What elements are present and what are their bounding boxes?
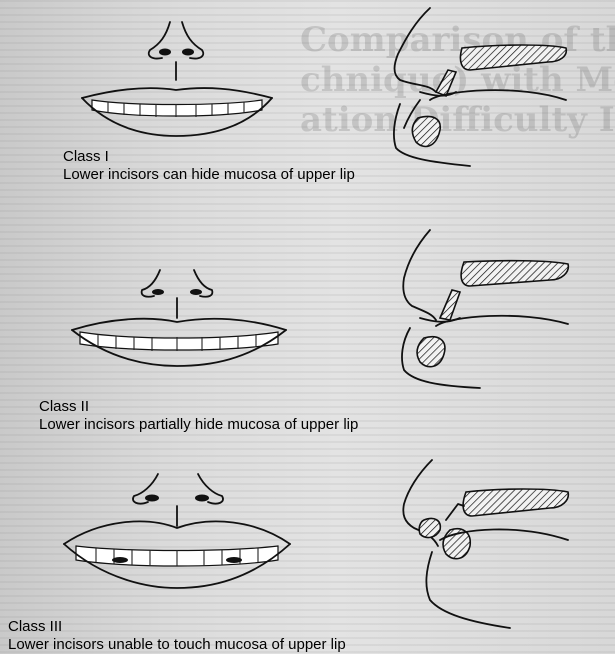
nostril-icon [182,49,194,56]
nostril-icon [195,495,209,502]
nostril-icon [190,289,202,295]
class-1-description: Lower incisors can hide mucosa of upper … [63,166,355,183]
class-3-label: Class III [8,618,346,636]
class-2-frontal-view [72,270,286,366]
nostril-icon [159,49,171,56]
class-1-lateral-view [394,8,566,166]
nostril-icon [152,289,164,295]
class-2-label: Class II [39,398,358,416]
class-1-label: Class I [63,148,355,166]
class-3-description: Lower incisors unable to touch mucosa of… [8,636,346,653]
class-1-frontal-view [82,22,272,136]
class-1-caption: Class I Lower incisors can hide mucosa o… [63,148,355,184]
class-3-lateral-view [403,460,568,628]
nostril-icon [145,495,159,502]
class-3-frontal-view [64,474,290,588]
class-3-caption: Class III Lower incisors unable to touch… [8,618,346,654]
class-2-description: Lower incisors partially hide mucosa of … [39,416,358,433]
class-2-lateral-view [402,230,568,388]
class-2-caption: Class II Lower incisors partially hide m… [39,398,358,434]
